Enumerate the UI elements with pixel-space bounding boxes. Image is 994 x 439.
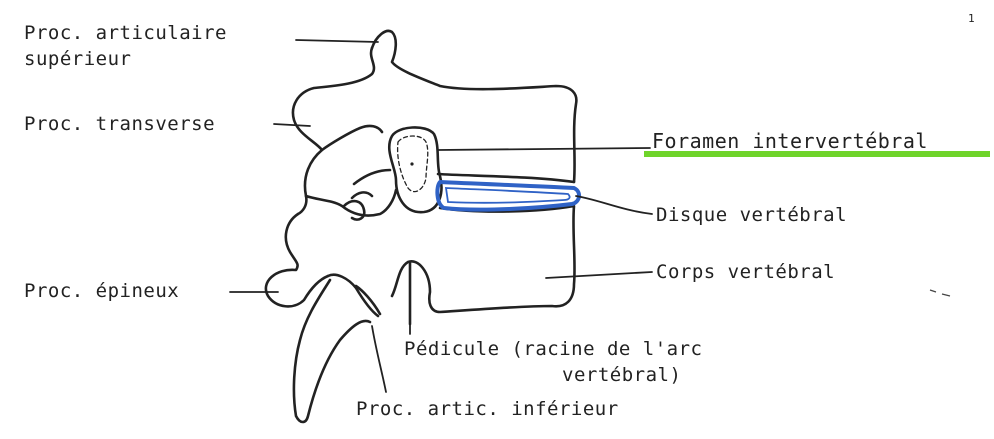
lower-body-outline [390, 204, 576, 314]
leader-corps [545, 271, 653, 279]
foramen-highlight-underline [644, 151, 990, 157]
ink-dot [410, 162, 414, 166]
spinous-process [326, 273, 380, 318]
foramen-outline [387, 126, 443, 214]
label-pedicule-line2: vertébral) [562, 364, 682, 386]
foramen-inner-dashed [396, 135, 429, 193]
leader-disque [575, 195, 653, 215]
label-proc-artic-inferieur: Proc. artic. inférieur [356, 398, 619, 420]
upper-vertebra-outline [370, 29, 578, 184]
leader-proc-artic-inferieur [371, 325, 387, 393]
intervertebral-disc-inner [444, 187, 571, 204]
label-proc-articulaire-line1: Proc. articulaire [24, 22, 227, 44]
leader-proc-articulaire [295, 39, 379, 43]
intervertebral-disc [435, 180, 581, 212]
stray-dashes [929, 289, 951, 297]
lower-transverse-outline [264, 212, 330, 308]
corner-mark: 1 [968, 12, 976, 25]
superior-articular-process [291, 46, 376, 216]
label-disque-vertebral: Disque vertébral [656, 204, 848, 226]
inferior-artic-contour [354, 284, 382, 316]
leader-proc-transverse [273, 123, 311, 127]
label-proc-transverse: Proc. transverse [24, 113, 216, 135]
transverse-crease [342, 199, 366, 221]
label-proc-epineux: Proc. épineux [24, 280, 180, 302]
leader-foramen [437, 147, 651, 151]
articular-joint-lines [350, 168, 392, 200]
label-corps-vertebral: Corps vertébral [656, 261, 836, 283]
inferior-articular-process [292, 278, 372, 424]
pedicle-lamina [304, 188, 398, 217]
label-foramen-intervertebral: Foramen intervertébral [652, 129, 928, 153]
label-proc-articulaire-line2: supérieur [24, 48, 132, 70]
label-pedicule-line1: Pédicule (racine de l'arc [404, 338, 703, 360]
transverse-lower-edge [320, 124, 384, 152]
upper-body-bottom [436, 172, 576, 184]
